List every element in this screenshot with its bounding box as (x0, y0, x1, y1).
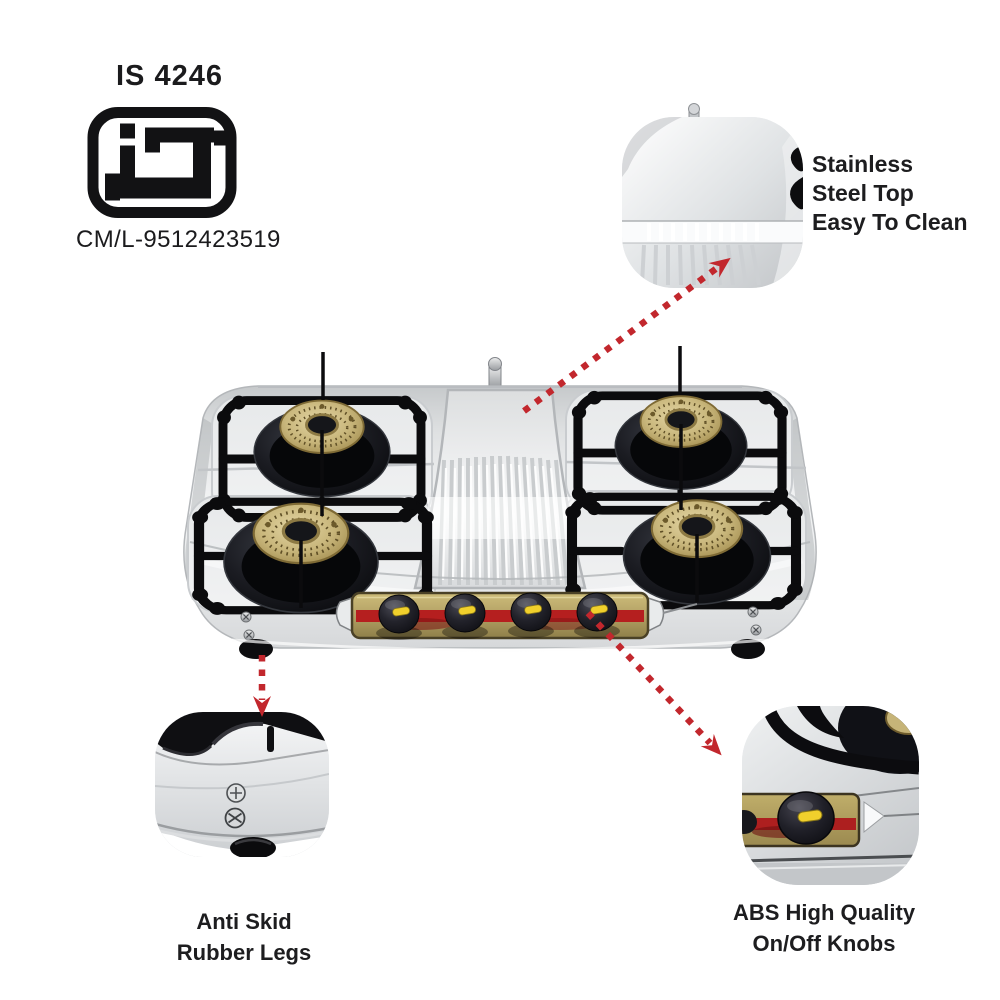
rubber-foot (239, 639, 273, 659)
body-screw (243, 629, 255, 641)
callout-line: On/Off Knobs (752, 931, 896, 956)
callout-steel-top: Stainless Steel Top Easy To Clean (812, 150, 968, 237)
detail-inset-knob (742, 706, 919, 885)
certification-license-number: CM/L-9512423519 (76, 226, 281, 253)
callout-line: Easy To Clean (812, 209, 968, 235)
rubber-foot (731, 639, 765, 659)
detail-inset-steel-top (622, 117, 803, 288)
center-ridged-panel (413, 388, 587, 590)
body-screw (240, 611, 252, 623)
certification-standard-text: IS 4246 (116, 60, 223, 92)
body-screw (747, 606, 759, 618)
callout-rubber-legs: Anti Skid Rubber Legs (158, 906, 330, 968)
detail-inset-rubber-leg (155, 712, 329, 857)
callout-line: Anti Skid (196, 909, 292, 934)
isi-certification-mark-icon (87, 107, 237, 218)
callout-line: Stainless (812, 151, 913, 177)
inset-knob (777, 791, 835, 845)
callout-line: ABS High Quality (732, 900, 916, 925)
callout-line: Steel Top (812, 180, 914, 206)
body-screw (750, 624, 762, 636)
callout-line: Rubber Legs (176, 940, 312, 965)
gas-inlet-pin (488, 357, 502, 389)
callout-knobs: ABS High Quality On/Off Knobs (722, 897, 926, 959)
inset-screws (224, 783, 246, 829)
